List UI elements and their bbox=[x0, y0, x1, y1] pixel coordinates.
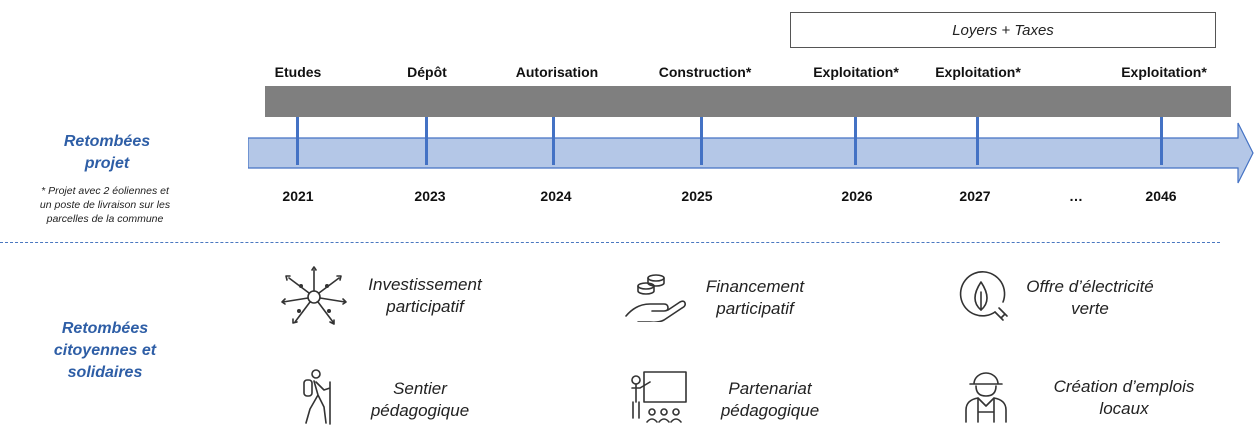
year-label: 2026 bbox=[841, 188, 873, 204]
year-label: 2027 bbox=[959, 188, 991, 204]
teacher-board-icon bbox=[631, 371, 687, 423]
hiker-icon bbox=[303, 369, 331, 425]
benefit-electricite: Offre d’électricité verte bbox=[1026, 277, 1154, 318]
timeline-tick bbox=[296, 117, 299, 165]
loyers-taxes-box: Loyers + Taxes bbox=[790, 12, 1216, 48]
phase-label: Etudes bbox=[274, 64, 322, 80]
loyers-taxes-label: Loyers + Taxes bbox=[952, 21, 1054, 39]
phase-label: Construction* bbox=[658, 64, 752, 80]
green-electricity-icon bbox=[959, 271, 1008, 321]
benefit-emplois: Création d’emplois locaux bbox=[1053, 377, 1195, 418]
year-ellipsis: … bbox=[1069, 188, 1083, 204]
timeline-tick bbox=[854, 117, 857, 165]
project-note: * Projet avec 2 éoliennes et un poste de… bbox=[39, 185, 171, 225]
year-label: 2023 bbox=[414, 188, 446, 204]
benefit-investissement: Investissement participatif bbox=[368, 275, 482, 316]
phase-label: Exploitation* bbox=[1121, 64, 1207, 80]
people-hands-icon bbox=[281, 266, 347, 325]
phase-label: Exploitation* bbox=[935, 64, 1021, 80]
year-label: 2024 bbox=[540, 188, 572, 204]
timeline-arrow bbox=[248, 122, 1254, 184]
redaction-bar bbox=[265, 86, 1231, 117]
benefit-partenariat: Partenariat pédagogique bbox=[720, 379, 820, 420]
construction-worker-icon bbox=[965, 372, 1007, 423]
citizen-title: Retombées citoyennes et solidaires bbox=[53, 320, 157, 381]
timeline-tick bbox=[425, 117, 428, 165]
benefit-financement: Financement participatif bbox=[705, 277, 805, 318]
phase-label: Dépôt bbox=[407, 64, 447, 80]
phase-label: Exploitation* bbox=[813, 64, 899, 80]
project-title: Retombées projet bbox=[63, 133, 151, 172]
timeline-tick bbox=[552, 117, 555, 165]
timeline-tick bbox=[1160, 117, 1163, 165]
timeline-tick bbox=[976, 117, 979, 165]
phase-label: Autorisation bbox=[515, 64, 599, 80]
year-label: 2025 bbox=[681, 188, 713, 204]
timeline-tick bbox=[700, 117, 703, 165]
coins-hand-icon bbox=[625, 274, 686, 322]
section-divider bbox=[0, 242, 1220, 243]
benefit-sentier: Sentier pédagogique bbox=[370, 379, 470, 420]
year-label: 2046 bbox=[1145, 188, 1177, 204]
year-label: 2021 bbox=[282, 188, 314, 204]
